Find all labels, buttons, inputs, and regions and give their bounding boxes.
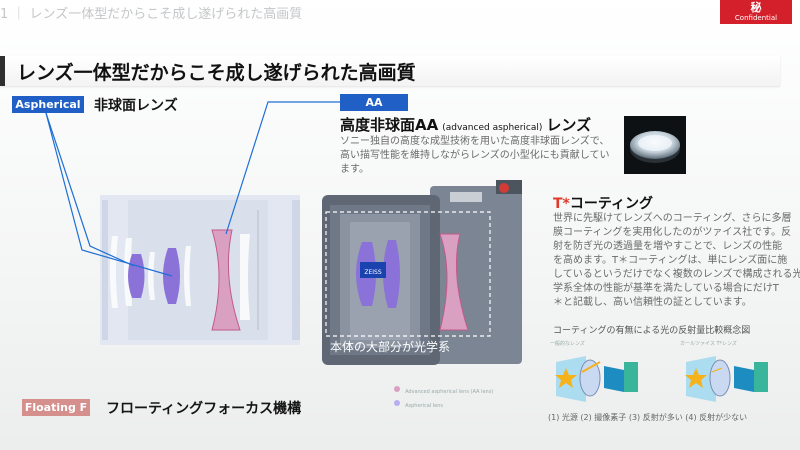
tstar-desc-line: 世界に先駆けてレンズへのコーティング、さらに多層	[553, 213, 792, 224]
optics-region-outline	[325, 211, 491, 337]
aspherical-lens-element	[128, 254, 145, 298]
aa-heading: 高度非球面AA(advanced aspherical)レンズ	[340, 114, 591, 135]
floating-tag: Floating F	[22, 399, 90, 416]
aa-heading-main: 高度非球面AA	[340, 116, 439, 134]
header-title: 1 ｜ レンズ一体型だからこそ成し遂げられた高画質	[0, 7, 303, 22]
lens-diagram	[45, 101, 340, 345]
light-source-icon	[555, 368, 577, 388]
title-bar: レンズ一体型だからこそ成し遂げられた高画質	[0, 56, 780, 86]
legend-row: Aspherical lens	[394, 392, 493, 409]
tstar-heading: T*コーティング	[553, 193, 653, 213]
legend-label: Aspherical lens	[405, 403, 444, 409]
aspherical-callout-line	[45, 112, 173, 277]
comparison-diagram	[555, 356, 768, 402]
tstar-desc-line: ＊と記載し、高い信頼性の証としています。	[553, 297, 752, 308]
aspherical-tag: Aspherical	[12, 96, 84, 113]
tstar-desc-line: を高めます。T＊コーティングは、単にレンズ面に施	[553, 255, 788, 266]
comparison-right-label: カールツァイス T*レンズ	[680, 341, 737, 347]
tstar-heading-text: コーティング	[569, 196, 654, 212]
legend-label: Advanced aspherical lens (AA lens)	[405, 389, 494, 395]
comparison-title: コーティングの有無による光の反射量比較概念図	[553, 326, 751, 336]
aa-lens-element	[211, 229, 241, 331]
aa-description: ソニー独自の高度な成型技術を用いた高度非球面レンズで、 高い描写性能を維持しなが…	[340, 135, 610, 177]
lens-legend: Advanced aspherical lens (AA lens) Asphe…	[394, 378, 494, 409]
top-header: 1 ｜ レンズ一体型だからこそ成し遂げられた高画質 秘 Confidential	[0, 0, 800, 26]
camera-caption: 本体の大部分が光学系	[330, 340, 451, 354]
aspherical-label: 非球面レンズ	[94, 98, 178, 114]
comparison-left-label: 一般的なレンズ	[550, 341, 585, 347]
tstar-description: 世界に先駆けてレンズへのコーティング、さらに多層 膜コーティングを実用化したのが…	[553, 212, 800, 310]
confidential-label: Confidential	[734, 14, 778, 22]
tstar-mark: T*	[553, 196, 570, 212]
legend-row: Advanced aspherical lens (AA lens)	[394, 378, 494, 395]
lens-element	[184, 246, 191, 306]
tstar-desc-line: 射を防ぎ光の透過量を増やすことで、レンズの性能	[553, 241, 783, 252]
zeiss-logo	[360, 262, 386, 278]
aa-desc-line: ます。	[340, 164, 369, 175]
floating-label: フローティングフォーカス機構	[106, 401, 302, 417]
aa-heading-tail: レンズ	[546, 116, 592, 134]
tstar-desc-line: 膜コーティングを実用化したのがツァイス社です。反	[553, 227, 792, 238]
aspherical-callout-line	[45, 112, 135, 267]
lens-element	[240, 234, 250, 320]
legend-swatch-aa	[394, 385, 400, 392]
legend-swatch-aspherical	[394, 399, 400, 406]
tstar-desc-line: しているというだけでなく複数のレンズで構成される光	[553, 269, 800, 280]
aa-desc-line: 高い描写性能を維持しながらレンズの小型化にも貢献してい	[340, 150, 610, 161]
lens-element-icon	[630, 131, 680, 163]
aa-desc-line: ソニー独自の高度な成型技術を用いた高度非球面レンズで、	[340, 136, 610, 147]
camera-image: ZEISS	[322, 180, 522, 365]
aa-tag: AA	[340, 94, 408, 111]
lens-element	[110, 236, 118, 308]
slide-title: レンズ一体型だからこそ成し遂げられた高画質	[17, 62, 416, 84]
aa-heading-sub: (advanced aspherical)	[442, 123, 543, 133]
tstar-desc-line: 学系全体の性能が基準を満たしている場合にだけT	[553, 283, 779, 294]
confidential-badge: 秘 Confidential	[720, 0, 792, 24]
lens-photo	[624, 116, 686, 174]
zeiss-logo-text: ZEISS	[364, 269, 381, 276]
aa-callout-line	[225, 101, 340, 235]
lens-element	[148, 252, 155, 300]
comparison-legend: (1) 光源 (2) 撮像素子 (3) 反射が多い (4) 反射が少ない	[548, 413, 748, 422]
confidential-kanji: 秘	[750, 1, 762, 14]
light-source-icon	[685, 368, 707, 388]
